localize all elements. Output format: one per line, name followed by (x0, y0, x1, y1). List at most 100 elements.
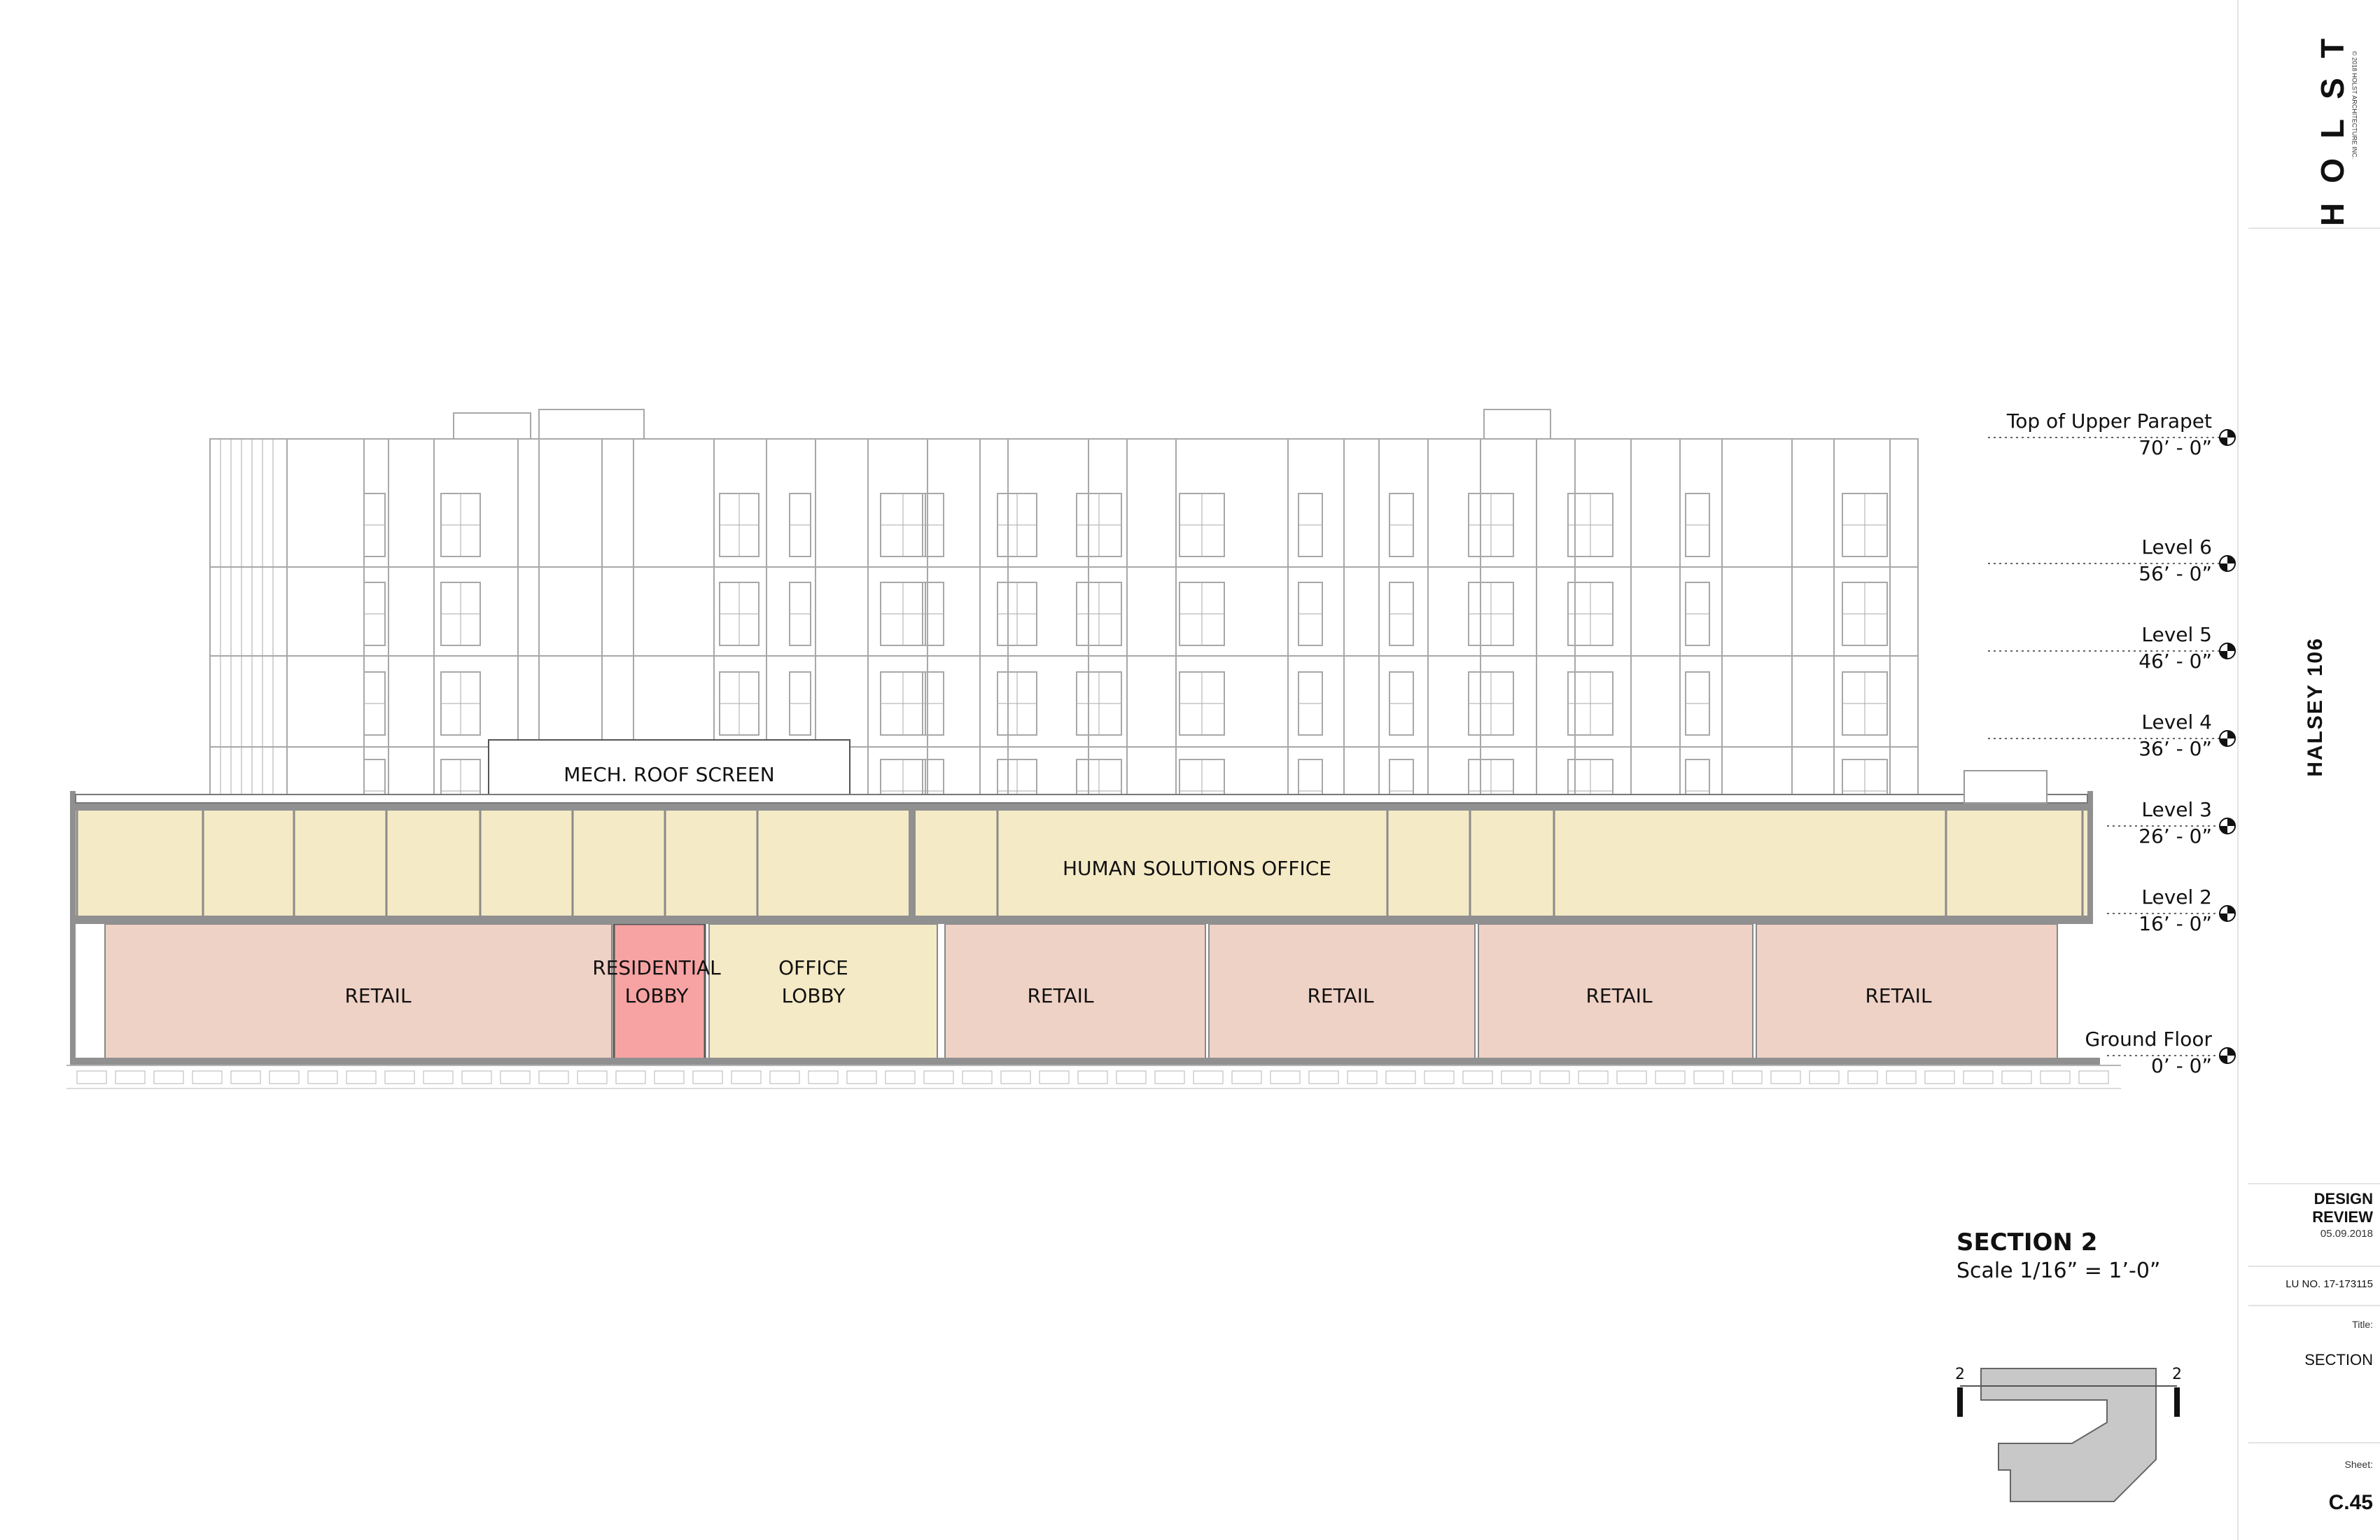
footing (1578, 1070, 1609, 1084)
footing (615, 1070, 646, 1084)
datum-symbol-icon (2219, 818, 2236, 834)
footing (1424, 1070, 1455, 1084)
footing (2001, 1070, 2032, 1084)
footing (1077, 1070, 1108, 1084)
level-elevation: 46’ - 0” (2138, 650, 2212, 673)
drawing-title: SECTION 2 (1956, 1228, 2097, 1256)
footing (1655, 1070, 1686, 1084)
rooftop-unit (453, 412, 531, 440)
level-elevation: 56’ - 0” (2138, 562, 2212, 585)
key-plan: 2 2 (1955, 1366, 2182, 1502)
retail-label-5: RETAIL (1865, 984, 1931, 1007)
project-title: HALSEY 106 (2304, 637, 2327, 777)
sheet-label: Sheet: (2344, 1459, 2373, 1470)
retail-space-1 (104, 923, 612, 1060)
sheet-title: SECTION (2304, 1351, 2373, 1368)
level-elevation: 36’ - 0” (2138, 737, 2212, 760)
footing (1000, 1070, 1031, 1084)
issue-date: 05.09.2018 (2320, 1228, 2373, 1240)
foundation-below-grade (66, 1065, 2121, 1089)
footing (885, 1070, 916, 1084)
footing (1270, 1070, 1301, 1084)
footing (1501, 1070, 1532, 1084)
footing (1809, 1070, 1840, 1084)
title-block: HOLST © 2018 HOLST ARCHITECTURE INC. HAL… (2237, 0, 2380, 1540)
section-drawing: MECH. ROOF SCREEN HUMAN SOLUTIONS OFFICE… (66, 409, 2236, 1502)
datum-symbol-icon (2219, 429, 2236, 446)
footing (1154, 1070, 1185, 1084)
datum-symbol-icon (2219, 905, 2236, 922)
datum-symbol-icon (2219, 1047, 2236, 1064)
office-lobby-label-line1: OFFICE (778, 956, 848, 979)
footing (461, 1070, 492, 1084)
footing (1193, 1070, 1224, 1084)
title-label: Title: (2352, 1319, 2373, 1330)
footing (1539, 1070, 1570, 1084)
office-lobby-label-line2: LOBBY (782, 984, 846, 1007)
level-elevation: 0’ - 0” (2151, 1054, 2212, 1077)
footing (423, 1070, 454, 1084)
footing (153, 1070, 184, 1084)
key-plan-label-left: 2 (1955, 1366, 1965, 1383)
level-elevation: 70’ - 0” (2138, 436, 2212, 459)
footing (962, 1070, 993, 1084)
roof-edge (75, 794, 2088, 804)
key-plan-label-right: 2 (2172, 1366, 2182, 1383)
footing (1616, 1070, 1647, 1084)
footing (192, 1070, 223, 1084)
level-name: Ground Floor (2085, 1028, 2212, 1051)
footing (577, 1070, 608, 1084)
footing (1924, 1070, 1955, 1084)
footing (769, 1070, 800, 1084)
footing (269, 1070, 300, 1084)
footing (1462, 1070, 1493, 1084)
rooftop-penthouse (1963, 770, 2047, 804)
stair-tower-rails (209, 438, 288, 797)
datum-symbol-icon (2219, 555, 2236, 572)
footing (1732, 1070, 1763, 1084)
level-name: Top of Upper Parapet (2006, 410, 2212, 433)
footing (1231, 1070, 1262, 1084)
footing (230, 1070, 261, 1084)
rooftop-unit (1483, 409, 1551, 440)
retail-space-4 (1478, 923, 1754, 1060)
footing (808, 1070, 839, 1084)
footing (1963, 1070, 1994, 1084)
retail-label-3: RETAIL (1307, 984, 1373, 1007)
level-name: Level 5 (2141, 623, 2212, 646)
footing (346, 1070, 377, 1084)
ground-floor-spaces (104, 923, 2058, 1060)
footing (1770, 1070, 1801, 1084)
slabs (70, 791, 2100, 1065)
residential-lobby-label-line1: RESIDENTIAL (592, 956, 721, 979)
retail-label-1: RETAIL (344, 984, 411, 1007)
retail-label-2: RETAIL (1027, 984, 1093, 1007)
rooftop-unit (538, 409, 645, 440)
level-elevation: 16’ - 0” (2138, 912, 2212, 935)
footing (1308, 1070, 1339, 1084)
footing (846, 1070, 877, 1084)
retail-label-4: RETAIL (1586, 984, 1652, 1007)
level-name: Level 2 (2141, 886, 2212, 909)
footing (2078, 1070, 2109, 1084)
section-cut-marker-left (1957, 1387, 1963, 1417)
footing (76, 1070, 107, 1084)
footing (1039, 1070, 1070, 1084)
datum-symbol-icon (2219, 730, 2236, 747)
retail-space-5 (1756, 923, 2058, 1060)
sheet-number: C.45 (2328, 1491, 2373, 1514)
residential-lobby-label-line2: LOBBY (625, 984, 690, 1007)
drawing-scale: Scale 1/16” = 1’-0” (1956, 1259, 2160, 1283)
level-name: Level 3 (2141, 798, 2212, 821)
section-cut-marker-right (2174, 1387, 2180, 1417)
footing (115, 1070, 146, 1084)
footing (731, 1070, 762, 1084)
mech-roof-screen-label: MECH. ROOF SCREEN (564, 763, 774, 786)
level-name: Level 4 (2141, 710, 2212, 734)
land-use-number: LU NO. 17-173115 (2286, 1278, 2373, 1290)
copyright-notice: © 2018 HOLST ARCHITECTURE INC. (2351, 50, 2358, 160)
footing (1693, 1070, 1724, 1084)
footing (1385, 1070, 1416, 1084)
datum-symbol-icon (2219, 643, 2236, 659)
